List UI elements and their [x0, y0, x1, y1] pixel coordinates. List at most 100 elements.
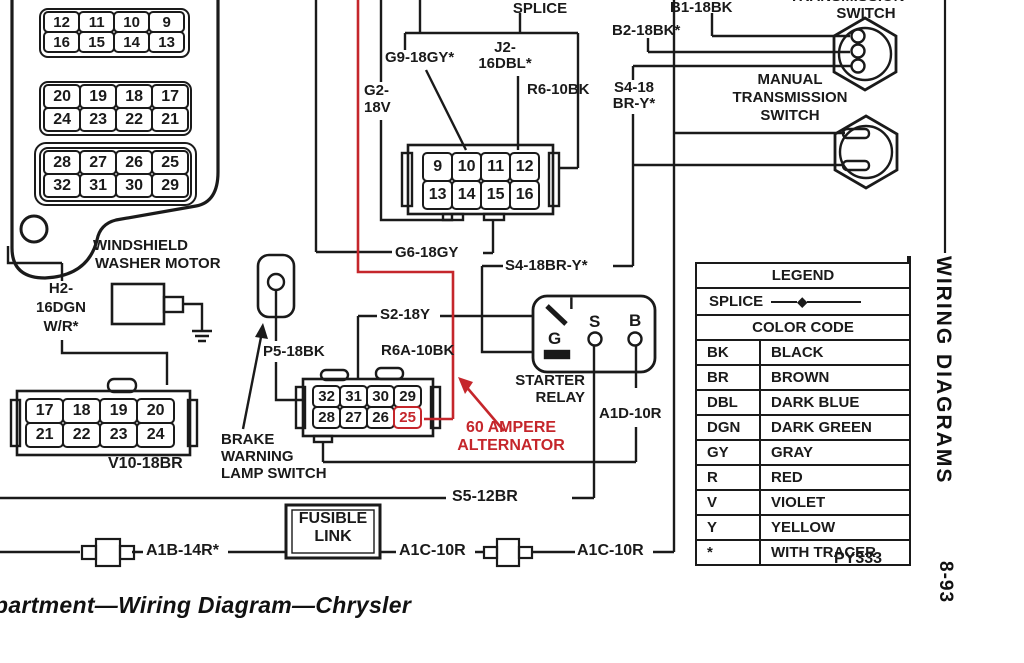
- h2-wire: [6, 246, 169, 385]
- washer-motor-symbol: [110, 282, 212, 343]
- pin: 22: [62, 422, 102, 449]
- legend-title: LEGEND: [771, 267, 835, 284]
- pin: 21: [151, 107, 190, 133]
- pin: 31: [79, 173, 118, 199]
- sidebar-page-number: 8-93: [935, 561, 956, 604]
- brake-switch-arrowhead: [255, 323, 268, 339]
- g2-label-1: G2-: [364, 82, 390, 99]
- pin: 12: [509, 152, 541, 183]
- pin: 25: [151, 150, 190, 176]
- part-number: PY333: [834, 550, 883, 567]
- p5-label: P5-18BK: [263, 343, 325, 360]
- g9-label: G9-18GY*: [385, 49, 455, 66]
- pin: 23: [99, 422, 139, 449]
- legend-splice-label: SPLICE: [709, 293, 764, 310]
- washer-motor-name-1: WINDSHIELD: [93, 237, 188, 254]
- pin: 24: [136, 422, 176, 449]
- splice-line-right: [807, 300, 862, 303]
- pin: 32: [43, 173, 82, 199]
- fusible-link-name-2: LINK: [314, 528, 352, 545]
- manual-transmission-switch-name-3: SWITCH: [760, 107, 820, 124]
- pin: 29: [151, 173, 190, 199]
- pin: 20: [43, 84, 82, 110]
- pin-25-highlighted: 25: [393, 406, 423, 430]
- legend-row: *WITH TRACER: [697, 539, 909, 564]
- pin: 26: [366, 406, 396, 430]
- alternator-callout-2: ALTERNATOR: [457, 437, 565, 454]
- pin: 30: [115, 173, 154, 199]
- engine-connector: 9 10 11 12 13 14 15 16: [422, 152, 541, 211]
- sidebar-title: WIRING DIAGRAMS: [932, 256, 955, 485]
- legend-color-code-title: COLOR CODE: [697, 314, 909, 339]
- pin: 24: [43, 107, 82, 133]
- pin: 20: [136, 398, 176, 425]
- pin: 29: [393, 385, 423, 409]
- pin: 10: [113, 11, 151, 34]
- a1c-right-label: A1C-10R: [577, 542, 644, 559]
- pin: 22: [115, 107, 154, 133]
- relay-terminal-s: S: [589, 312, 601, 331]
- pin: 9: [422, 152, 454, 183]
- a1b-label: A1B-14R*: [146, 542, 219, 559]
- bulkhead-block-2: 20 19 18 17 24 23 22 21: [43, 84, 190, 133]
- pin: 28: [312, 406, 342, 430]
- pin: 16: [43, 31, 81, 54]
- bulkhead-block-3: 28 27 26 25 32 31 30 29: [43, 150, 190, 199]
- bulkhead-block-frame-2: [39, 81, 192, 136]
- pin: 11: [480, 152, 512, 183]
- splice-bus: [403, 0, 580, 170]
- pin: 18: [115, 84, 154, 110]
- pin: 27: [79, 150, 118, 176]
- pin: 10: [451, 152, 483, 183]
- feed-wire: [0, 0, 676, 554]
- pin: 21: [25, 422, 65, 449]
- pin: 18: [62, 398, 102, 425]
- h2-label-3: W/R*: [43, 318, 79, 335]
- pin: 14: [451, 180, 483, 211]
- page-caption: partment—Wiring Diagram—Chrysler: [0, 592, 412, 618]
- p5-wire: [274, 290, 303, 402]
- g6-label: G6-18GY: [395, 244, 459, 261]
- pin: 31: [339, 385, 369, 409]
- splice-label: SPLICE: [512, 0, 568, 17]
- starter-relay-name-1: STARTER: [515, 372, 585, 389]
- b2-label: B2-18BK*: [612, 22, 681, 39]
- manual-transmission-switch-name-1: MANUAL: [757, 71, 823, 88]
- relay-terminal-g: G: [548, 329, 562, 348]
- pin: 15: [480, 180, 512, 211]
- b1-wire: [710, 13, 850, 38]
- a1d-label: A1D-10R: [599, 405, 662, 422]
- alternator-junction-wire: [321, 441, 594, 464]
- s2-label: S2-18Y: [380, 306, 431, 323]
- manual-transmission-switch-name-2: TRANSMISSION: [732, 89, 848, 106]
- alternator-callout-1: 60 AMPERE: [465, 419, 557, 436]
- fusible-link-name-1: FUSIBLE: [298, 510, 368, 527]
- s4-upper-wire: [613, 64, 851, 268]
- g6-wire: [314, 0, 495, 255]
- g2-label-2: 18V: [364, 99, 391, 116]
- r6a-label: R6A-10BK: [381, 342, 455, 359]
- s4-mid-wire: [480, 264, 534, 354]
- h2-label-2: 16DGN: [35, 299, 87, 316]
- j2-label-1: J2-: [494, 39, 516, 56]
- ground-symbol: [192, 329, 212, 343]
- g2-wire: [379, 0, 454, 222]
- pin: 28: [43, 150, 82, 176]
- j2-label-2: 16DBL*: [478, 55, 532, 72]
- manual-transmission-switch-symbol: [833, 114, 899, 190]
- pin: 32: [312, 385, 342, 409]
- g9-wire: [424, 69, 468, 151]
- transmission-switch-name-1: TRANSMISSION: [762, 0, 932, 5]
- b1-label: B1-18BK: [670, 0, 733, 16]
- bulkhead-outline: [10, 0, 220, 280]
- splice-diamond-icon: ◆: [797, 294, 808, 309]
